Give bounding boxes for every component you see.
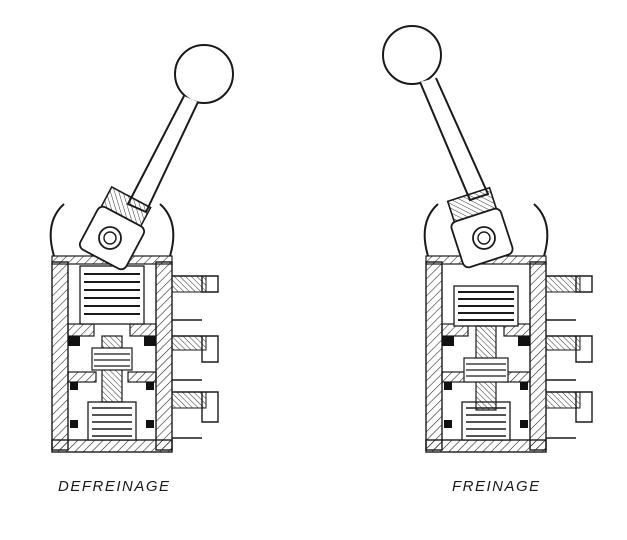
caption-freinage: FREINAGE xyxy=(452,478,541,495)
lever-right xyxy=(382,25,514,269)
lever-left xyxy=(78,44,234,271)
caption-defreinage: DEFREINAGE xyxy=(58,478,171,495)
valve-right-freinage xyxy=(423,203,593,453)
valve-left-defreinage xyxy=(49,203,219,453)
